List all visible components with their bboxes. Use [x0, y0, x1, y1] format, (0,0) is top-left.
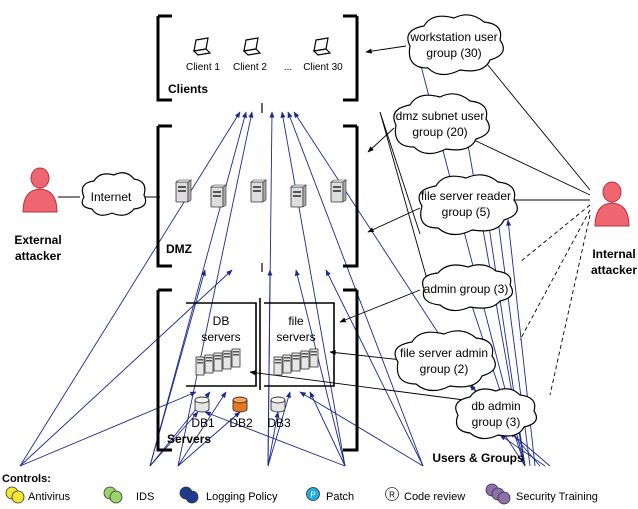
- server-tower-icon: [250, 179, 267, 203]
- server-rack-icon: [282, 354, 292, 374]
- database-label: DB3: [267, 416, 291, 430]
- internet-label: Internet: [91, 190, 132, 204]
- server-rack-icon: [300, 350, 310, 370]
- controls-title: Controls:: [2, 473, 51, 485]
- group-cloud: [418, 174, 518, 236]
- group-label: db admin: [471, 399, 520, 413]
- client-label: Client 30: [303, 62, 343, 73]
- svg-text:P: P: [310, 491, 315, 500]
- internal-attacker-label: Internal: [592, 247, 635, 261]
- group-clouds: [393, 14, 537, 440]
- server-rack-icon: [222, 350, 232, 370]
- ids-badge-icon: [103, 486, 123, 504]
- control-label: Code review: [404, 491, 465, 503]
- control-label: Antivirus: [28, 491, 71, 503]
- logging-policy-badge-icon: [179, 486, 199, 504]
- external-attacker-label: External: [14, 233, 61, 247]
- external-attacker-label: attacker: [15, 249, 61, 263]
- laptop-icon: [243, 37, 261, 56]
- database-icon: [194, 396, 210, 413]
- file-servers-label: servers: [276, 330, 315, 344]
- database-label: DB1: [191, 416, 215, 430]
- group-label: group (20): [412, 125, 467, 139]
- group-cloud: [422, 264, 513, 312]
- control-label: Logging Policy: [206, 491, 278, 503]
- zone-brackets: [156, 14, 359, 452]
- server-rack-icon: [231, 348, 241, 368]
- server-rack-icon: [291, 352, 301, 372]
- internal-attacker-icon: [594, 181, 630, 227]
- db-servers-label: DB: [213, 314, 230, 328]
- client-laptops: [193, 37, 331, 56]
- server-tower-icon: [175, 179, 192, 203]
- server-rack-icon: [273, 356, 283, 376]
- group-label: group (2): [420, 362, 469, 376]
- group-label: file server admin: [400, 346, 488, 360]
- server-tower-icon: [290, 184, 307, 208]
- group-label: workstation user: [409, 30, 497, 44]
- file-server-rack: [273, 348, 319, 376]
- zone-label-dmz: DMZ: [166, 242, 192, 256]
- database-icon: [270, 396, 286, 413]
- internal-attacker-label: attacker: [591, 263, 637, 277]
- zone-label-clients: Clients: [168, 82, 208, 96]
- group-cloud: [394, 330, 496, 392]
- control-label: IDS: [136, 491, 154, 503]
- laptop-icon: [193, 37, 211, 56]
- db-servers-label: servers: [201, 330, 240, 344]
- zone-label-servers: Servers: [167, 432, 211, 446]
- server-rack-icon: [195, 356, 205, 376]
- group-label: group (3): [472, 415, 521, 429]
- control-label: Patch: [326, 491, 354, 503]
- antivirus-badge-icon: [5, 486, 25, 504]
- external-attacker-icon: [22, 167, 58, 213]
- databases: [194, 396, 286, 413]
- server-tower-icon: [330, 179, 347, 203]
- zone-label-users-groups: Users & Groups: [432, 451, 524, 465]
- code-review-badge-icon: R: [385, 487, 399, 501]
- internet-cloud: [81, 172, 147, 216]
- server-tower-icon: [210, 184, 227, 208]
- controls-legend: Antivirus IDS Logging Policy P Patch R C…: [5, 483, 598, 505]
- server-rack-icon: [213, 352, 223, 372]
- server-subgroup-brackets: [186, 298, 335, 390]
- dmz-servers: [175, 179, 347, 208]
- group-label: group (5): [442, 205, 491, 219]
- database-label: DB2: [229, 416, 253, 430]
- group-cloud: [455, 388, 537, 440]
- control-label: Security Training: [516, 491, 598, 503]
- security-training-badge-icon: [485, 483, 511, 505]
- server-rack-icon: [309, 348, 319, 368]
- group-cloud: [407, 14, 504, 76]
- patch-badge-icon: P: [306, 487, 320, 501]
- group-label: admin group (3): [424, 282, 509, 296]
- file-servers-label: file: [288, 314, 304, 328]
- group-label: dmz subnet user: [396, 109, 485, 123]
- server-rack-icon: [204, 354, 214, 374]
- client-label: Client 1: [186, 62, 220, 73]
- group-cloud: [393, 93, 490, 155]
- client-label: ...: [284, 62, 292, 73]
- group-label: group (30): [426, 46, 481, 60]
- database-icon: [232, 396, 248, 413]
- svg-text:R: R: [389, 491, 395, 500]
- group-label: file server reader: [421, 189, 511, 203]
- db-server-rack: [195, 348, 241, 376]
- laptop-icon: [313, 37, 331, 56]
- client-label: Client 2: [233, 62, 267, 73]
